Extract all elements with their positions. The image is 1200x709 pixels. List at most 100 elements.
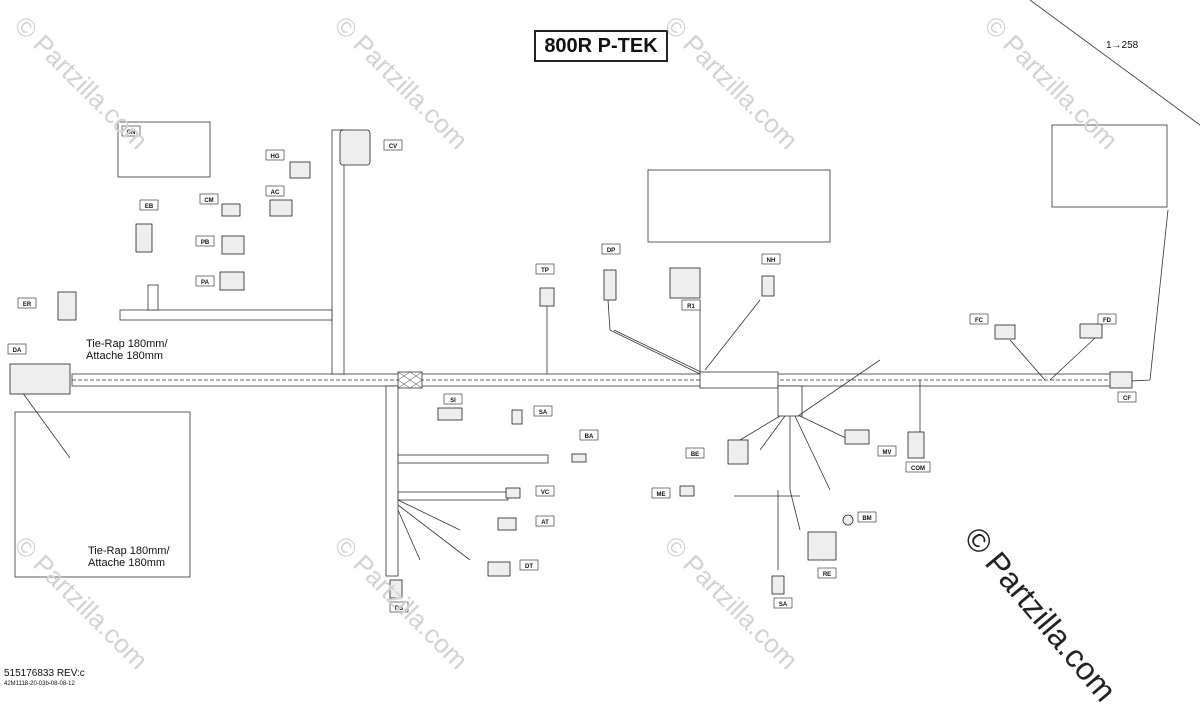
connector-tag-box bbox=[761, 253, 781, 265]
connector-tag-fc: FC bbox=[969, 313, 989, 325]
connector-tag-label: COM bbox=[911, 466, 925, 472]
connector-tag-box bbox=[601, 243, 621, 255]
connector-tag-label: FD bbox=[1103, 318, 1112, 324]
connector-tag-box bbox=[535, 485, 555, 497]
connector-tag-box bbox=[17, 297, 37, 309]
connector-tag-dp: DP bbox=[601, 243, 621, 255]
connector-tag-dt: DT bbox=[519, 559, 539, 571]
connector-tag-box bbox=[443, 393, 463, 405]
connector-tag-box bbox=[7, 343, 27, 355]
connector-tag-label: SA bbox=[779, 602, 788, 608]
connector-tag-label: DP bbox=[607, 248, 615, 254]
connector-tag-box bbox=[519, 559, 539, 571]
connector-tag-cm: CM bbox=[199, 193, 219, 205]
connector-tag-box bbox=[533, 405, 553, 417]
connector-tag-box bbox=[1097, 313, 1117, 325]
connector-tag-label: BM bbox=[862, 516, 871, 522]
connector-tag-box bbox=[535, 263, 555, 275]
connector-tag-box bbox=[1117, 391, 1137, 403]
connector-tag-sa2: SA bbox=[773, 597, 793, 609]
connector-tag-bm: BM bbox=[857, 511, 877, 523]
connector-tag-label: NH bbox=[767, 258, 776, 264]
main-trunk bbox=[71, 129, 1169, 577]
connector-tag-cv: CV bbox=[383, 139, 403, 151]
connector-tag-box bbox=[857, 511, 877, 523]
connector-tag-box bbox=[389, 601, 409, 613]
connector-tag-label: DT bbox=[525, 564, 533, 570]
connector-tag-box bbox=[121, 125, 141, 137]
tie-rap-line: Tie-Rap 180mm/ bbox=[88, 545, 170, 557]
part-number: 515176833 REV:c bbox=[4, 668, 85, 679]
connector-tag-label: AC bbox=[271, 190, 280, 196]
connector-tag-da: DA bbox=[7, 343, 27, 355]
connector-tag-at: AT bbox=[535, 515, 555, 527]
connector-tag-eb: EB bbox=[139, 199, 159, 211]
connector-tag-box bbox=[195, 275, 215, 287]
connector-tag-nh: NH bbox=[761, 253, 781, 265]
connector-tag-box bbox=[817, 567, 837, 579]
connector-tag-cf: CF bbox=[1117, 391, 1137, 403]
diagram-title: 800R P-TEK bbox=[534, 30, 668, 62]
connector-tag-er: ER bbox=[17, 297, 37, 309]
tie-rap-line: Tie-Rap 180mm/ bbox=[86, 338, 168, 350]
tie-rap-line: Attache 180mm bbox=[86, 350, 164, 362]
connector-tag-ba: BA bbox=[579, 429, 599, 441]
connector-tag-label: CV bbox=[389, 144, 397, 150]
connector-tag-label: ER bbox=[23, 302, 32, 308]
connector-tag-box bbox=[579, 429, 599, 441]
wiring-diagram: CN CV HG AC CM EB PB PA ER DA TP DP R1 NH FC FD CF SI SA BA… bbox=[4, 0, 1200, 708]
connector-tag-box bbox=[195, 235, 215, 247]
connector-tag-label: BE bbox=[691, 452, 699, 458]
connector-tag-label: CN bbox=[127, 130, 136, 136]
connector-tag-box bbox=[139, 199, 159, 211]
connector-tag-pb: PB bbox=[195, 235, 215, 247]
connector-tag-mv: MV bbox=[877, 445, 897, 457]
connector-tag-label: PA bbox=[201, 280, 210, 286]
connector-tag-sa: SA bbox=[533, 405, 553, 417]
connector-tag-label: CM bbox=[204, 198, 213, 204]
connector-tag-pa: PA bbox=[195, 275, 215, 287]
connector-tag-be: BE bbox=[685, 447, 705, 459]
connector-tag-fd: FD bbox=[1097, 313, 1117, 325]
reference-number: 1→258 bbox=[1106, 40, 1139, 51]
connector-tag-label: EB bbox=[145, 204, 154, 210]
connector-tag-box bbox=[773, 597, 793, 609]
connector-glyphs bbox=[9, 129, 1133, 599]
connector-tag-box bbox=[681, 299, 701, 311]
connector-tag-label: PB bbox=[201, 240, 210, 246]
tie-rap-note-lower: Tie-Rap 180mm/ Attache 180mm bbox=[88, 545, 170, 569]
connector-tag-box bbox=[535, 515, 555, 527]
connector-tag-r1: R1 bbox=[681, 299, 701, 311]
connector-tag-re: RE bbox=[817, 567, 837, 579]
tie-rap-note-upper: Tie-Rap 180mm/ Attache 180mm bbox=[86, 338, 168, 362]
connector-tag-box bbox=[877, 445, 897, 457]
connector-tag-label: DA bbox=[13, 348, 22, 354]
connector-tags: CN CV HG AC CM EB PB PA ER DA TP DP R1 NH FC FD CF SI SA BA… bbox=[7, 125, 1137, 613]
connector-tag-label: CF bbox=[1123, 396, 1131, 402]
connector-tag-label: DS bbox=[395, 606, 403, 612]
connector-tag-label: AT bbox=[541, 520, 549, 526]
drawing-id: 42M1118-20-03b-08-08-12 bbox=[4, 681, 75, 687]
connector-tag-label: R1 bbox=[687, 304, 695, 310]
connector-tag-box bbox=[651, 487, 671, 499]
connector-tag-label: SI bbox=[450, 398, 456, 404]
connector-tag-tp: TP bbox=[535, 263, 555, 275]
tie-rap-line: Attache 180mm bbox=[88, 557, 166, 569]
connector-tag-label: RE bbox=[823, 572, 831, 578]
connector-tag-label: VC bbox=[541, 490, 550, 496]
connector-tag-ac: AC bbox=[265, 185, 285, 197]
connector-tag-box bbox=[199, 193, 219, 205]
connector-tag-com: COM bbox=[905, 461, 931, 473]
connector-tag-label: FC bbox=[975, 318, 984, 324]
connector-tag-label: HG bbox=[271, 154, 280, 160]
connector-tag-box bbox=[265, 149, 285, 161]
connector-tag-cn: CN bbox=[121, 125, 141, 137]
connector-tag-vc: VC bbox=[535, 485, 555, 497]
connector-tag-box bbox=[265, 185, 285, 197]
connector-tag-box bbox=[383, 139, 403, 151]
connector-tag-box bbox=[685, 447, 705, 459]
connector-tag-label: TP bbox=[541, 268, 549, 274]
connector-tag-si: SI bbox=[443, 393, 463, 405]
connector-tag-me: ME bbox=[651, 487, 671, 499]
connector-tag-hg: HG bbox=[265, 149, 285, 161]
